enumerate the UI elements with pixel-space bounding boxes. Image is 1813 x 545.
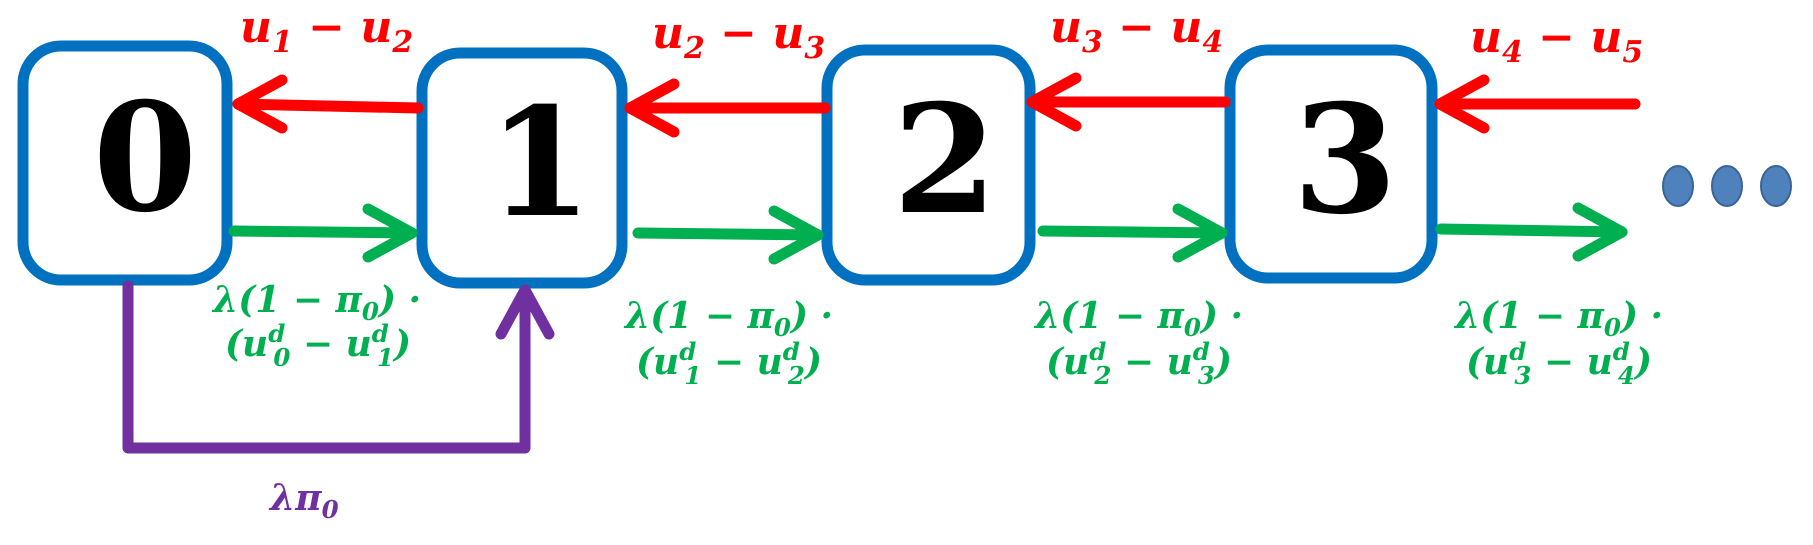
green-arrow-3-to-4-head xyxy=(1572,202,1628,262)
state-box-2: 2 xyxy=(821,44,1036,286)
red-arrow-3-to-2-head xyxy=(1026,72,1082,132)
green-arrow-3-to-4-shaft xyxy=(1435,223,1628,238)
green-arrow-0-to-1-head xyxy=(362,203,418,263)
green-arrow-1-to-2-head xyxy=(768,205,824,265)
green-arrow-2-to-3 xyxy=(1037,203,1228,263)
red-arrow-2-to-1 xyxy=(624,78,831,138)
green-label-3-line1: λ(1 − π0) · xyxy=(1033,295,1243,342)
green-label-4-line1: λ(1 − π0) · xyxy=(1453,295,1663,342)
green-arrow-3-to-4 xyxy=(1435,202,1628,262)
state-box-1: 1 xyxy=(416,47,628,289)
green-arrow-2-to-3-head xyxy=(1172,203,1228,263)
state-label-1: 1 xyxy=(488,75,592,251)
green-arrow-0-to-1-shaft xyxy=(228,225,418,239)
purple-label: λπ0 xyxy=(268,477,339,524)
state-box-0-border xyxy=(17,40,233,286)
red-arrow-1-to-0 xyxy=(232,74,424,134)
state-box-0: 0 xyxy=(17,40,233,286)
green-arrow-1-to-2-shaft xyxy=(632,227,824,241)
green-arrow-0-to-1 xyxy=(228,203,418,263)
red-label-2: u2 − u3 xyxy=(652,8,825,66)
green-label-1-line1: λ(1 − π0) · xyxy=(211,279,421,326)
red-label-1: u1 − u2 xyxy=(240,2,413,60)
green-label-2-line1: λ(1 − π0) · xyxy=(623,295,833,342)
red-label-4: u4 − u5 xyxy=(1470,12,1643,70)
purple-arrow-0-to-1 xyxy=(122,280,555,454)
red-arrow-4-to-3-head xyxy=(1434,74,1490,134)
red-arrow-2-to-1-head xyxy=(624,78,680,138)
green-arrow-1-to-2 xyxy=(632,205,824,265)
state-box-1-border xyxy=(416,47,628,289)
red-arrow-1-to-0-head xyxy=(232,74,288,134)
purple-arrow-0-to-1-path xyxy=(122,280,531,454)
state-label-2: 2 xyxy=(893,72,997,248)
state-box-2-border xyxy=(821,44,1036,286)
red-arrow-4-to-3 xyxy=(1434,74,1641,134)
ellipsis-dots xyxy=(1662,165,1792,207)
state-label-0: 0 xyxy=(93,70,197,246)
ellipsis-dot xyxy=(1662,165,1694,207)
state-box-3-border xyxy=(1224,44,1438,284)
purple-arrow-0-to-1-head xyxy=(495,284,555,340)
ellipsis-dot xyxy=(1711,165,1743,207)
red-arrow-1-to-0-shaft xyxy=(232,98,424,114)
red-arrow-3-to-2 xyxy=(1026,72,1231,132)
state-box-3: 3 xyxy=(1224,44,1438,284)
state-label-3: 3 xyxy=(1293,72,1397,248)
ellipsis-dot xyxy=(1760,165,1792,207)
red-label-3: u3 − u4 xyxy=(1050,2,1223,60)
green-arrow-2-to-3-shaft xyxy=(1037,225,1228,239)
